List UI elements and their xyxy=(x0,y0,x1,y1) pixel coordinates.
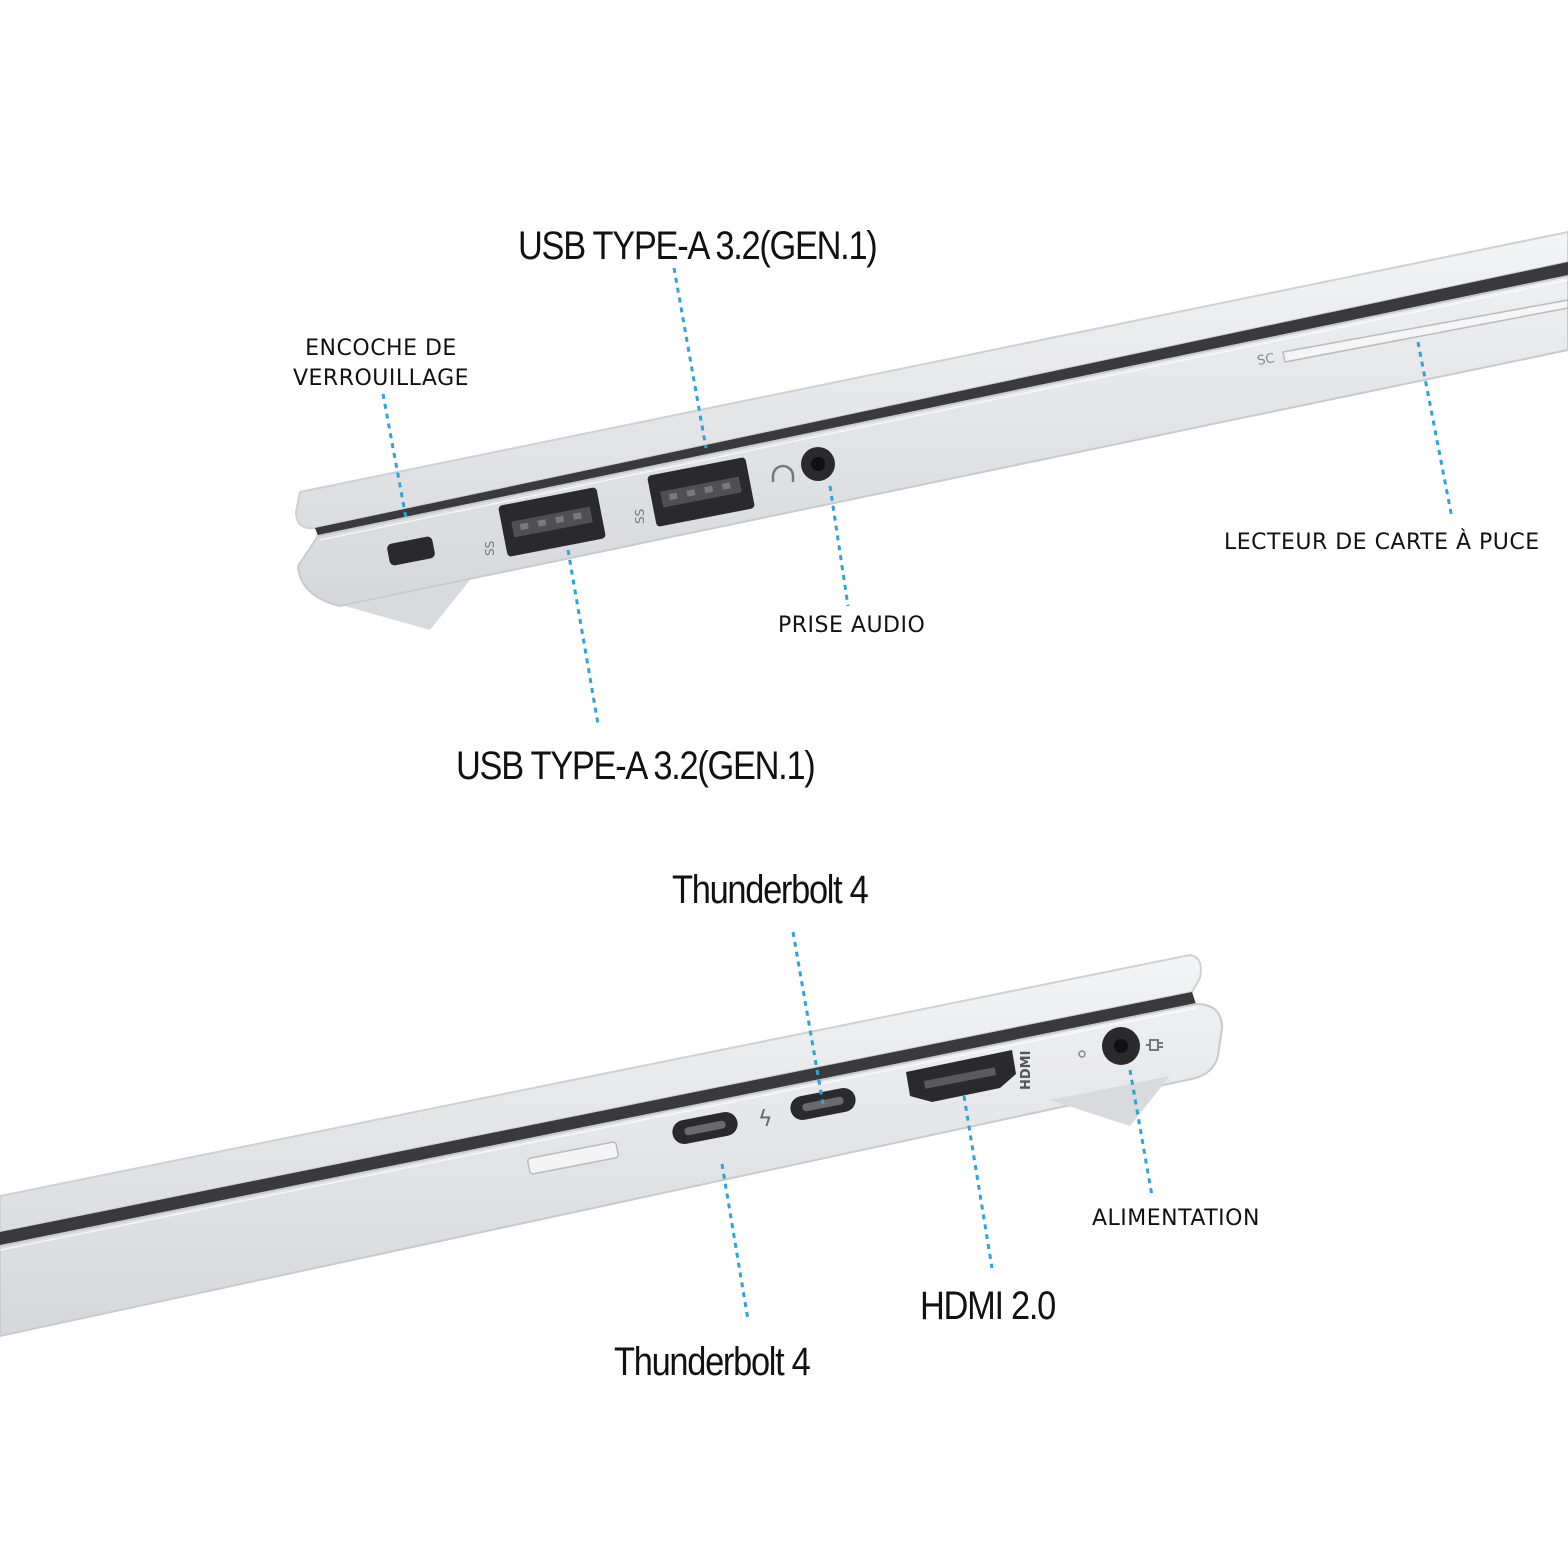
usb-ss-marking-2: SS xyxy=(633,509,647,524)
smart-card-marking: SC xyxy=(1256,351,1276,369)
laptop-lid-2 xyxy=(0,953,1202,1234)
smart-card-slot xyxy=(1282,299,1568,363)
label-thunderbolt-bottom: Thunderbolt 4 xyxy=(614,1340,811,1384)
thunderbolt-icon: ϟ xyxy=(758,1107,773,1132)
label-audio-jack: PRISE AUDIO xyxy=(778,613,926,638)
label-power: ALIMENTATION xyxy=(1092,1206,1260,1231)
label-lock-slot-line1: ENCOCHE DE xyxy=(305,336,457,361)
label-usb-a-bottom: USB TYPE-A 3.2(GEN.1) xyxy=(456,744,816,788)
label-lock-slot-line2: VERROUILLAGE xyxy=(292,366,470,391)
lid-gap-2 xyxy=(0,992,1196,1246)
vent-slot xyxy=(527,1141,619,1175)
callout-lock xyxy=(381,393,408,519)
callout-power xyxy=(1128,1069,1154,1197)
status-led xyxy=(1078,1050,1086,1058)
callout-audio xyxy=(828,485,850,607)
lock-slot xyxy=(387,536,435,566)
label-lock-slot: ENCOCHE DE VERROUILLAGE xyxy=(281,334,481,394)
hdmi-logo-marking: HDMI xyxy=(1019,1051,1034,1090)
label-thunderbolt-top: Thunderbolt 4 xyxy=(672,868,869,912)
usb-a-port-right xyxy=(647,457,755,527)
callout-usb-bottom xyxy=(566,549,600,725)
laptop-foot xyxy=(345,580,470,630)
label-smart-card-reader: LECTEUR DE CARTE À PUCE xyxy=(1224,530,1540,555)
callout-usb-top xyxy=(672,267,708,449)
usb-ss-marking-1: SS xyxy=(483,541,497,556)
laptop-left-side: SC SS SS xyxy=(294,230,1568,630)
laptop-base xyxy=(296,274,1568,608)
headphone-icon xyxy=(771,464,795,482)
laptop-right-side: ϟ HDMI xyxy=(0,953,1224,1338)
power-plug-icon xyxy=(1146,1039,1163,1051)
callout-tb-bottom xyxy=(720,1163,750,1321)
callout-lines xyxy=(381,267,1454,1321)
usb-a-port-left xyxy=(498,487,606,557)
label-hdmi: HDMI 2.0 xyxy=(920,1284,1056,1328)
laptop-foot-2 xyxy=(1050,1076,1170,1126)
label-usb-a-top: USB TYPE-A 3.2(GEN.1) xyxy=(518,224,878,268)
lid-gap xyxy=(315,262,1568,536)
